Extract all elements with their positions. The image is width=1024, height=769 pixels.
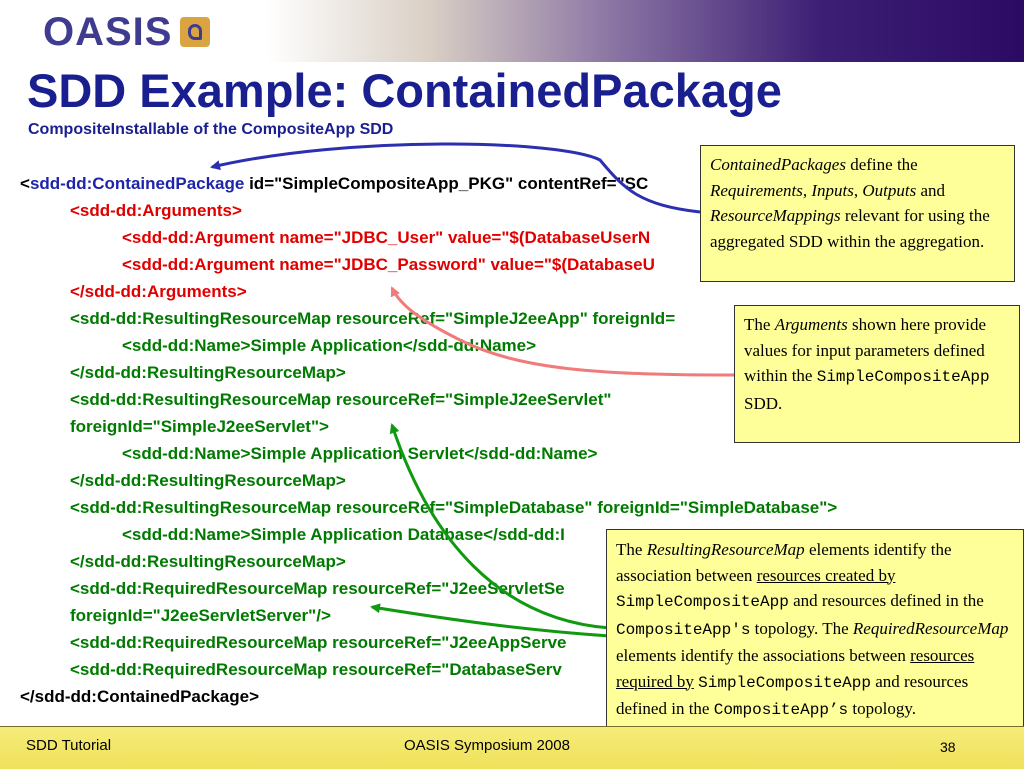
callout-text: resources created by xyxy=(756,565,896,585)
code-line: <sdd-dd:ResultingResourceMap resourceRef… xyxy=(70,498,838,517)
code-line: <sdd-dd:ResultingResourceMap resourceRef… xyxy=(70,309,676,328)
callout-text: topology. The xyxy=(750,618,853,638)
footer-center-text: OASIS Symposium 2008 xyxy=(404,737,570,754)
callout-resource-maps: The ResultingResourceMap elements identi… xyxy=(606,529,1024,742)
callout-text: define the xyxy=(845,155,918,174)
callout-text: resources required by xyxy=(616,646,975,691)
code-line: foreignId="J2eeServletServer"/> xyxy=(70,606,331,625)
code-token: < xyxy=(20,174,30,193)
callout-text: The xyxy=(616,540,647,559)
callout-contained-packages: ContainedPackages define the Requirement… xyxy=(700,145,1015,282)
slide-title: SDD Example: ContainedPackage xyxy=(27,64,782,117)
callout-text: elements identify the association betwee… xyxy=(616,540,952,585)
callout-text: SimpleCompositeApp xyxy=(616,593,789,611)
callout-text: SimpleCompositeApp xyxy=(698,673,871,692)
callout-text: and resources defined in the xyxy=(788,591,984,610)
code-line: <sdd-dd:Arguments> xyxy=(70,201,242,220)
callout-text: and resources defined in the xyxy=(616,671,969,719)
code-line: </sdd-dd:ResultingResourceMap> xyxy=(70,471,346,490)
callout-text: Inputs xyxy=(811,180,854,200)
callout-text: SimpleCompositeApp xyxy=(816,368,990,386)
callout-text: CompositeApp’s xyxy=(713,701,849,719)
code-line: <sdd-dd:Name>Simple Application Servlet<… xyxy=(122,444,598,463)
callout-text: relevant for using the aggregated SDD wi… xyxy=(710,206,990,251)
code-token: id="SimpleCompositeApp_PKG" contentRef="… xyxy=(244,174,649,193)
callout-arguments: The Arguments shown here provide values … xyxy=(734,305,1020,443)
code-line: </sdd-dd:ContainedPackage> xyxy=(20,687,259,706)
callout-text: Outputs xyxy=(862,180,917,200)
arrow-to-contained-package xyxy=(210,142,701,214)
logo-text: OASIS xyxy=(43,10,173,54)
arrow-to-arguments xyxy=(390,286,736,377)
code-line: <sdd-dd:Argument name="JDBC_Password" va… xyxy=(122,255,655,274)
callout-text: and xyxy=(916,180,945,200)
callout-text: , xyxy=(802,180,812,200)
page-number: 38 xyxy=(940,739,956,755)
callout-text: Requirements xyxy=(710,180,803,200)
callout-text: shown here provide values for input para… xyxy=(744,315,987,385)
code-line: <sdd-dd:ResultingResourceMap resourceRef… xyxy=(70,390,612,409)
header-band xyxy=(0,0,1024,62)
slide-footer: SDD Tutorial OASIS Symposium 2008 38 xyxy=(0,726,1024,769)
callout-text: CompositeApp's xyxy=(616,620,751,639)
code-line: <sdd-dd:ContainedPackage id="SimpleCompo… xyxy=(20,172,648,196)
oasis-logo: OASIS xyxy=(43,10,211,54)
callout-text: ContainedPackages xyxy=(710,155,846,174)
arrow-to-required-map xyxy=(370,603,611,638)
slide-subtitle: CompositeInstallable of the CompositeApp… xyxy=(28,121,394,138)
logo-mark-icon xyxy=(180,17,211,47)
callout-text: elements identify the associations betwe… xyxy=(616,646,911,665)
callout-text: , xyxy=(853,180,863,200)
code-line: </sdd-dd:ResultingResourceMap> xyxy=(70,363,346,382)
code-line: <sdd-dd:RequiredResourceMap resourceRef=… xyxy=(70,660,562,679)
callout-text: topology. xyxy=(848,699,916,718)
code-line: <sdd-dd:Argument name="JDBC_User" value=… xyxy=(122,228,651,247)
footer-left-text: SDD Tutorial xyxy=(26,737,112,754)
code-line: </sdd-dd:ResultingResourceMap> xyxy=(70,552,346,571)
arrow-to-resulting-map xyxy=(389,423,611,630)
code-line: foreignId="SimpleJ2eeServlet"> xyxy=(70,417,329,436)
code-line: <sdd-dd:RequiredResourceMap resourceRef=… xyxy=(70,579,565,598)
code-line: </sdd-dd:Arguments> xyxy=(70,282,247,301)
code-line: <sdd-dd:Name>Simple Application</sdd-dd:… xyxy=(122,336,537,355)
code-line: <sdd-dd:Name>Simple Application Database… xyxy=(122,525,565,544)
code-token: sdd-dd:ContainedPackage xyxy=(29,174,245,193)
callout-text: The xyxy=(744,315,775,334)
callout-text: ResourceMappings xyxy=(710,206,841,225)
code-line: <sdd-dd:RequiredResourceMap resourceRef=… xyxy=(70,633,567,652)
callout-text: RequiredResourceMap xyxy=(852,618,1009,638)
callout-text: SDD. xyxy=(744,393,783,413)
callout-text: Arguments xyxy=(774,315,848,334)
callout-text: ResultingResourceMap xyxy=(646,540,805,559)
